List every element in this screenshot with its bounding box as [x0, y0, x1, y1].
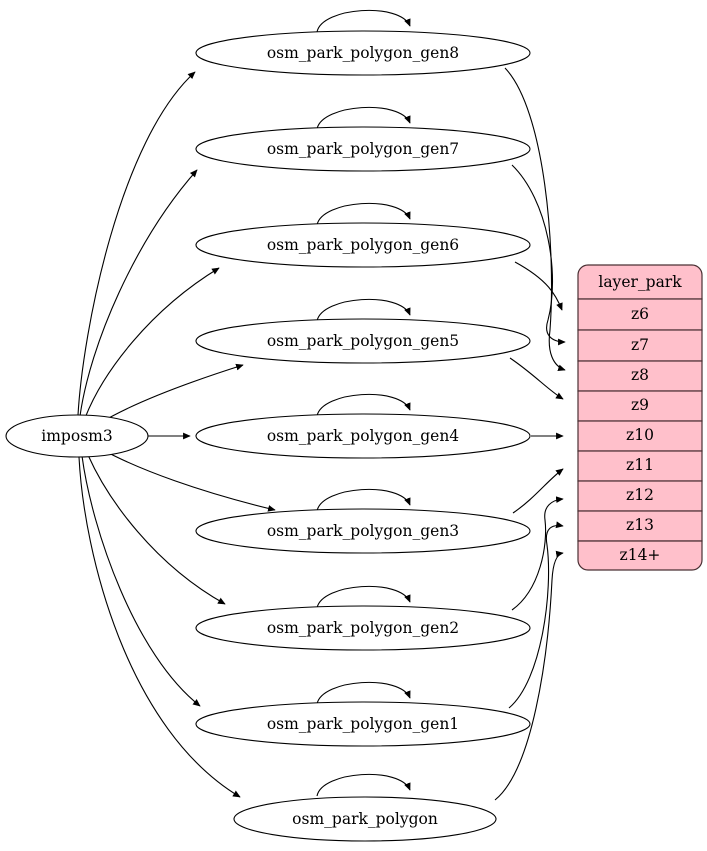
table-row-z7[interactable]	[577, 329, 703, 362]
edge-gen2-z12	[511, 496, 564, 611]
self-loop-gen4	[316, 393, 411, 417]
node-gen2-label: osm_park_polygon_gen2	[267, 619, 459, 637]
node-gen8-shape[interactable]	[195, 30, 531, 76]
edge-imposm3-gen6	[84, 267, 220, 419]
node-gen2[interactable]: osm_park_polygon_gen2	[195, 585, 531, 651]
table-row-z9[interactable]	[577, 390, 703, 422]
self-loop-base	[316, 773, 411, 797]
node-gen3-shape[interactable]	[195, 508, 531, 554]
table-row-z11[interactable]	[577, 450, 703, 482]
edge-gen1-z13	[508, 521, 564, 709]
edge-imposm3-gen5	[99, 363, 244, 424]
table-row-z13[interactable]	[577, 510, 703, 542]
edge-imposm3-gen3	[102, 449, 276, 512]
edge-gen3-z11	[512, 468, 564, 514]
self-loop-gen5	[316, 298, 411, 322]
node-gen8[interactable]: osm_park_polygon_gen8	[195, 9, 531, 76]
self-loop-gen1	[316, 681, 411, 705]
table-row-z12[interactable]	[577, 480, 703, 512]
edge-imposm3-gen7	[79, 169, 198, 417]
edge-base-z14p	[494, 550, 564, 801]
table-row-z13-label: z13	[626, 516, 654, 534]
node-gen1-label: osm_park_polygon_gen1	[267, 715, 459, 733]
node-gen4[interactable]: osm_park_polygon_gen4	[195, 393, 531, 459]
table-row-z7-label: z7	[631, 336, 649, 354]
node-gen1-shape[interactable]	[195, 701, 531, 747]
self-loop-gen2	[316, 585, 411, 609]
node-imposm3[interactable]: imposm3	[5, 414, 149, 458]
node-gen6-label: osm_park_polygon_gen6	[267, 236, 459, 254]
node-base-label: osm_park_polygon	[292, 810, 438, 828]
edges-nodes-to-table	[494, 67, 566, 801]
node-imposm3-shape[interactable]	[5, 414, 149, 458]
node-gen7-label: osm_park_polygon_gen7	[267, 140, 459, 158]
table-layer-park[interactable]: layer_park z6 z7 z8 z9 z10 z11 z12 z13 z…	[577, 264, 703, 571]
node-base[interactable]: osm_park_polygon	[233, 773, 497, 842]
table-row-z11-label: z11	[626, 456, 654, 474]
node-gen4-label: osm_park_polygon_gen4	[267, 427, 459, 445]
table-row-z14p-label: z14+	[620, 546, 661, 564]
node-gen8-label: osm_park_polygon_gen8	[267, 44, 459, 62]
node-gen7-shape[interactable]	[195, 126, 531, 172]
self-loop-gen7	[316, 106, 411, 130]
table-header-cell	[577, 264, 703, 300]
edges-source-to-nodes	[77, 71, 276, 798]
node-gen5[interactable]: osm_park_polygon_gen5	[195, 298, 531, 364]
self-loop-gen3	[316, 488, 411, 512]
node-gen5-label: osm_park_polygon_gen5	[267, 332, 459, 350]
edge-imposm3-gen1	[81, 455, 201, 707]
edge-imposm3-gen2	[87, 454, 226, 605]
edge-imposm3-gen8	[77, 71, 196, 416]
self-loop-gen8	[316, 9, 411, 33]
table-row-z12-label: z12	[626, 486, 654, 504]
table-row-z8-label: z8	[631, 366, 649, 384]
table-row-z14p[interactable]	[577, 540, 703, 571]
edge-gen8-z8	[504, 67, 566, 372]
node-base-shape[interactable]	[233, 796, 497, 842]
table-row-z6[interactable]	[577, 298, 703, 331]
self-loop-gen6	[316, 202, 411, 226]
node-gen7[interactable]: osm_park_polygon_gen7	[195, 106, 531, 172]
table-row-z6-label: z6	[631, 305, 649, 323]
node-gen1[interactable]: osm_park_polygon_gen1	[195, 681, 531, 747]
edge-imposm3-base	[78, 456, 241, 798]
node-gen2-shape[interactable]	[195, 605, 531, 651]
edge-gen7-z7	[511, 164, 566, 346]
table-header-label: layer_park	[598, 273, 682, 291]
table-row-z10[interactable]	[577, 420, 703, 452]
node-gen5-shape[interactable]	[195, 318, 531, 364]
table-row-z9-label: z9	[631, 396, 649, 414]
edge-gen6-z6	[514, 261, 563, 311]
node-gen3-label: osm_park_polygon_gen3	[267, 522, 459, 540]
node-gen6[interactable]: osm_park_polygon_gen6	[195, 202, 531, 268]
table-row-z8[interactable]	[577, 360, 703, 392]
node-gen4-shape[interactable]	[195, 413, 531, 459]
table-row-z10-label: z10	[626, 426, 654, 444]
node-imposm3-label: imposm3	[41, 427, 112, 445]
edge-gen5-z9	[509, 357, 564, 400]
node-gen6-shape[interactable]	[195, 222, 531, 268]
node-gen3[interactable]: osm_park_polygon_gen3	[195, 488, 531, 554]
